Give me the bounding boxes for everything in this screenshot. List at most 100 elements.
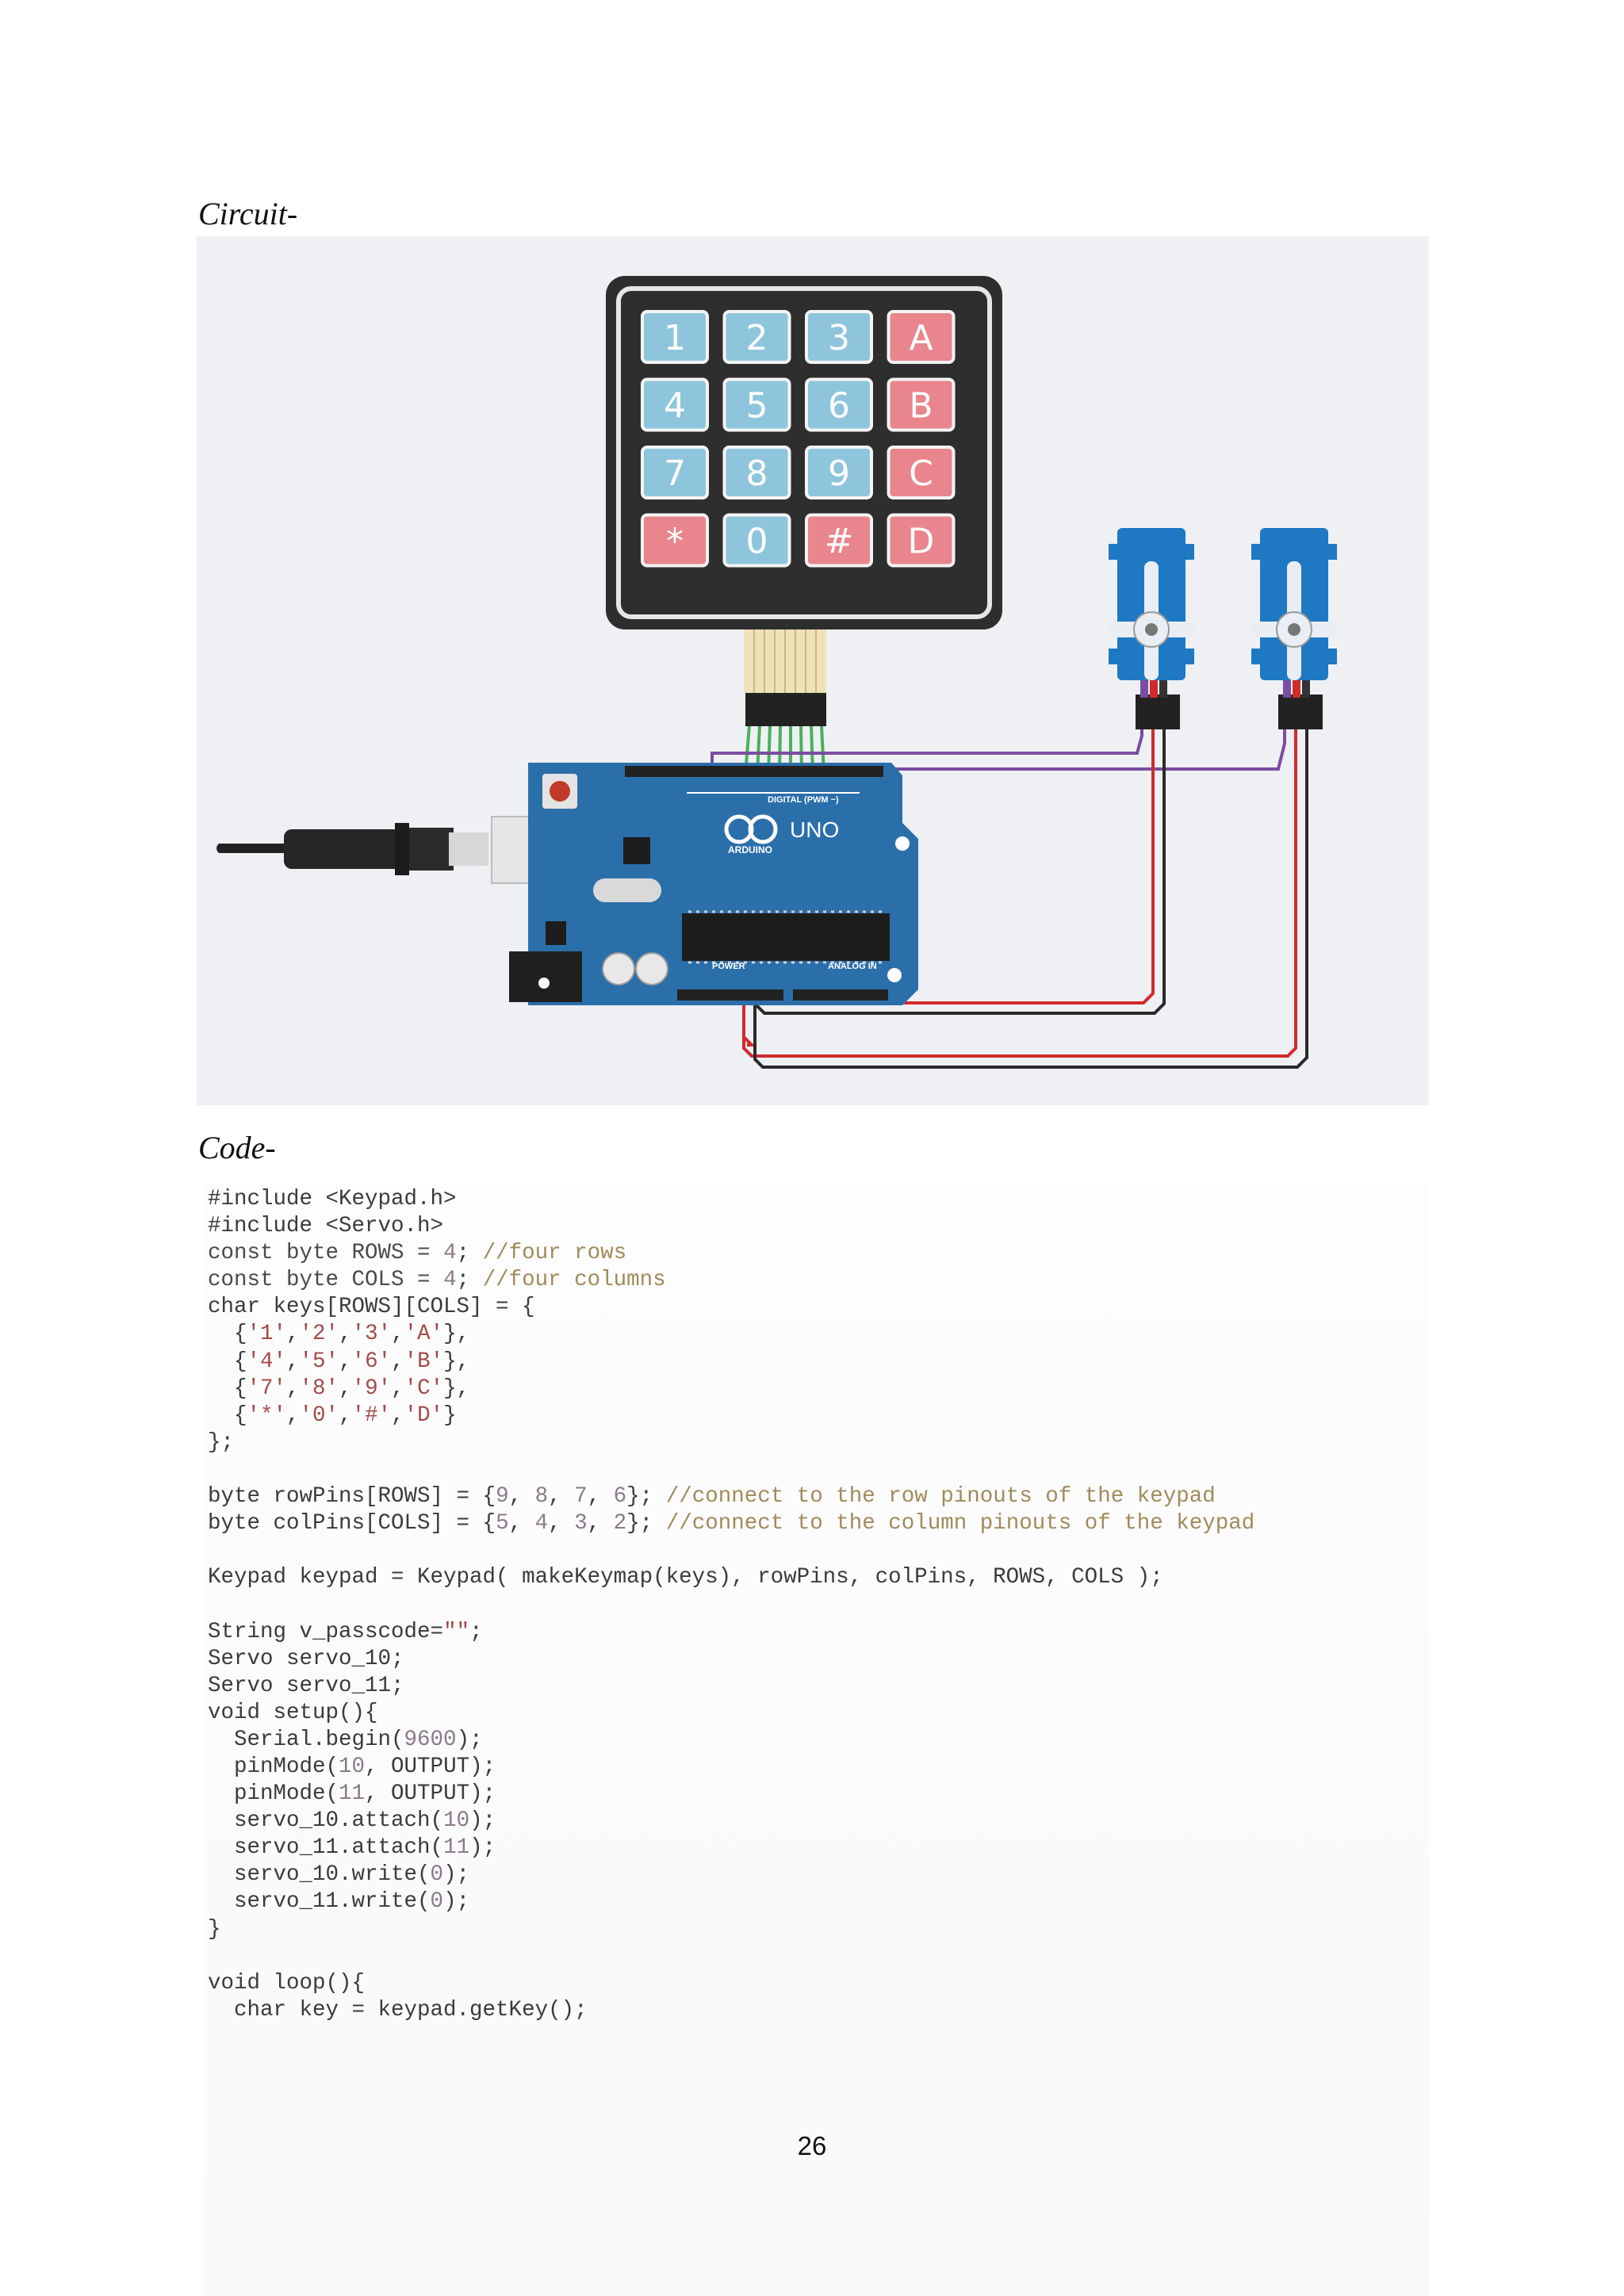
keypad-key-label: # [825,522,854,562]
code-token: pinMode( [208,1781,339,1807]
code-token: '6' [351,1349,392,1374]
keypad-key-label: 6 [828,386,850,427]
keypad-key [805,446,873,499]
code-token: #include <Keypad.h> [208,1187,457,1211]
code-token: //four columns [482,1268,666,1293]
code-token: '4' [247,1349,287,1374]
code-token: }; [208,1429,235,1455]
code-token: ; [456,1241,483,1266]
code-line: byte colPins[COLS] = {5, 4, 3, 2}; //con… [208,1510,1254,1537]
code-token: } [443,1402,457,1428]
code-token: 9 [496,1484,509,1510]
code-token: 2 [613,1511,627,1536]
code-line: Servo servo_10; [208,1646,1254,1673]
code-token: , [587,1511,614,1536]
keypad-key-label: * [666,522,684,562]
code-token: servo_11.write( [208,1889,431,1915]
servo-right [1251,528,1337,729]
keypad-key [722,513,791,568]
analog-header [793,989,888,1001]
code-token: void setup(){ [208,1700,378,1725]
code-token: ; [469,1619,483,1644]
keypad-key [887,377,956,432]
code-line [208,1537,1254,1564]
code-token: , [587,1484,614,1510]
code-line [208,1591,1254,1618]
code-line [208,1943,1254,1970]
power-wire-right [742,704,1297,1058]
code-token: //connect to the row pinouts of the keyp… [665,1484,1216,1510]
code-line: {'4','5','6','B'}, [208,1349,1254,1376]
code-token: 10 [443,1808,470,1834]
code-token: servo_11.attach( [208,1835,444,1861]
code-line: pinMode(10, OUTPUT); [208,1754,1254,1781]
code-line: Servo servo_11; [208,1673,1254,1700]
digital-header [625,766,883,777]
keypad-key [641,377,709,432]
crystal [593,878,661,902]
keypad-key [887,310,956,364]
code-line: pinMode(11, OUTPUT); [208,1781,1254,1808]
code-heading: Code- [198,1130,276,1165]
code-token: 'B' [404,1349,444,1374]
keypad-inner-border [616,286,992,619]
code-token: , [286,1402,300,1428]
code-line: {'*','0','#','D'} [208,1402,1254,1429]
code-line: char keys[ROWS][COLS] = { [208,1294,1254,1321]
code-token: char keys[ROWS][COLS] = { [208,1295,535,1320]
code-token: , [339,1376,352,1401]
code-line: #include <Keypad.h> [208,1186,1254,1213]
code-token: 4 [443,1268,457,1293]
code-line: }; [208,1429,1254,1456]
code-token: 9600 [404,1727,457,1752]
code-token: '8' [299,1376,339,1401]
code-token: , [286,1349,300,1374]
code-token: 10 [339,1754,366,1779]
code-token: //connect to the column pinouts of the k… [665,1511,1255,1536]
code-token: servo_10.attach( [208,1808,444,1834]
keypad-key [641,310,709,364]
code-token: '2' [299,1322,339,1347]
circuit-heading: Circuit- [198,196,298,232]
keypad-key-label: 0 [746,522,768,562]
keypad-key [722,446,791,499]
svg-text:UNO: UNO [790,817,839,842]
servo-left [1109,528,1194,729]
code-token: }, [443,1376,470,1401]
code-line: servo_10.attach(10); [208,1808,1254,1835]
code-token: , [339,1349,352,1374]
code-line: #include <Servo.h> [208,1213,1254,1240]
usb-chip [623,837,650,864]
code-token: ); [469,1835,496,1861]
keypad-key-label: A [909,318,933,358]
code-line: void loop(){ [208,1970,1254,1997]
code-token: const byte COLS = [208,1268,444,1293]
keypad-key [641,513,709,568]
code-token: 8 [534,1484,549,1510]
code-token: '#' [351,1402,392,1428]
code-token: "" [443,1619,470,1644]
capacitor-2 [635,952,668,985]
code-token: '5' [299,1349,339,1374]
code-token: , [391,1349,404,1374]
code-token: byte rowPins[ROWS] = { [208,1484,496,1510]
code-block: #include <Keypad.h>#include <Servo.h> con… [205,1184,1429,2296]
code-token: Servo servo_11; [208,1673,404,1698]
keypad-key-label: B [909,386,933,427]
code-token: byte colPins[COLS] = { [208,1511,496,1536]
code-token: 'A' [404,1322,444,1347]
digital-label: DIGITAL (PWM ~) [768,795,839,805]
usb-cable [216,816,548,884]
code-token: char key = keypad.getKey(); [208,1997,588,2022]
power-label: POWER [712,962,745,971]
code-token: , [508,1511,535,1536]
code-token: '9' [351,1376,392,1401]
code-line: Keypad keypad = Keypad( makeKeymap(keys)… [208,1564,1254,1591]
keypad-key-label: 9 [828,453,850,494]
code-token: 7 [574,1484,588,1510]
code-line: char key = keypad.getKey(); [208,1997,1254,2024]
capacitor-1 [602,952,635,985]
code-token: 'D' [404,1402,444,1428]
code-token: '*' [247,1402,287,1428]
